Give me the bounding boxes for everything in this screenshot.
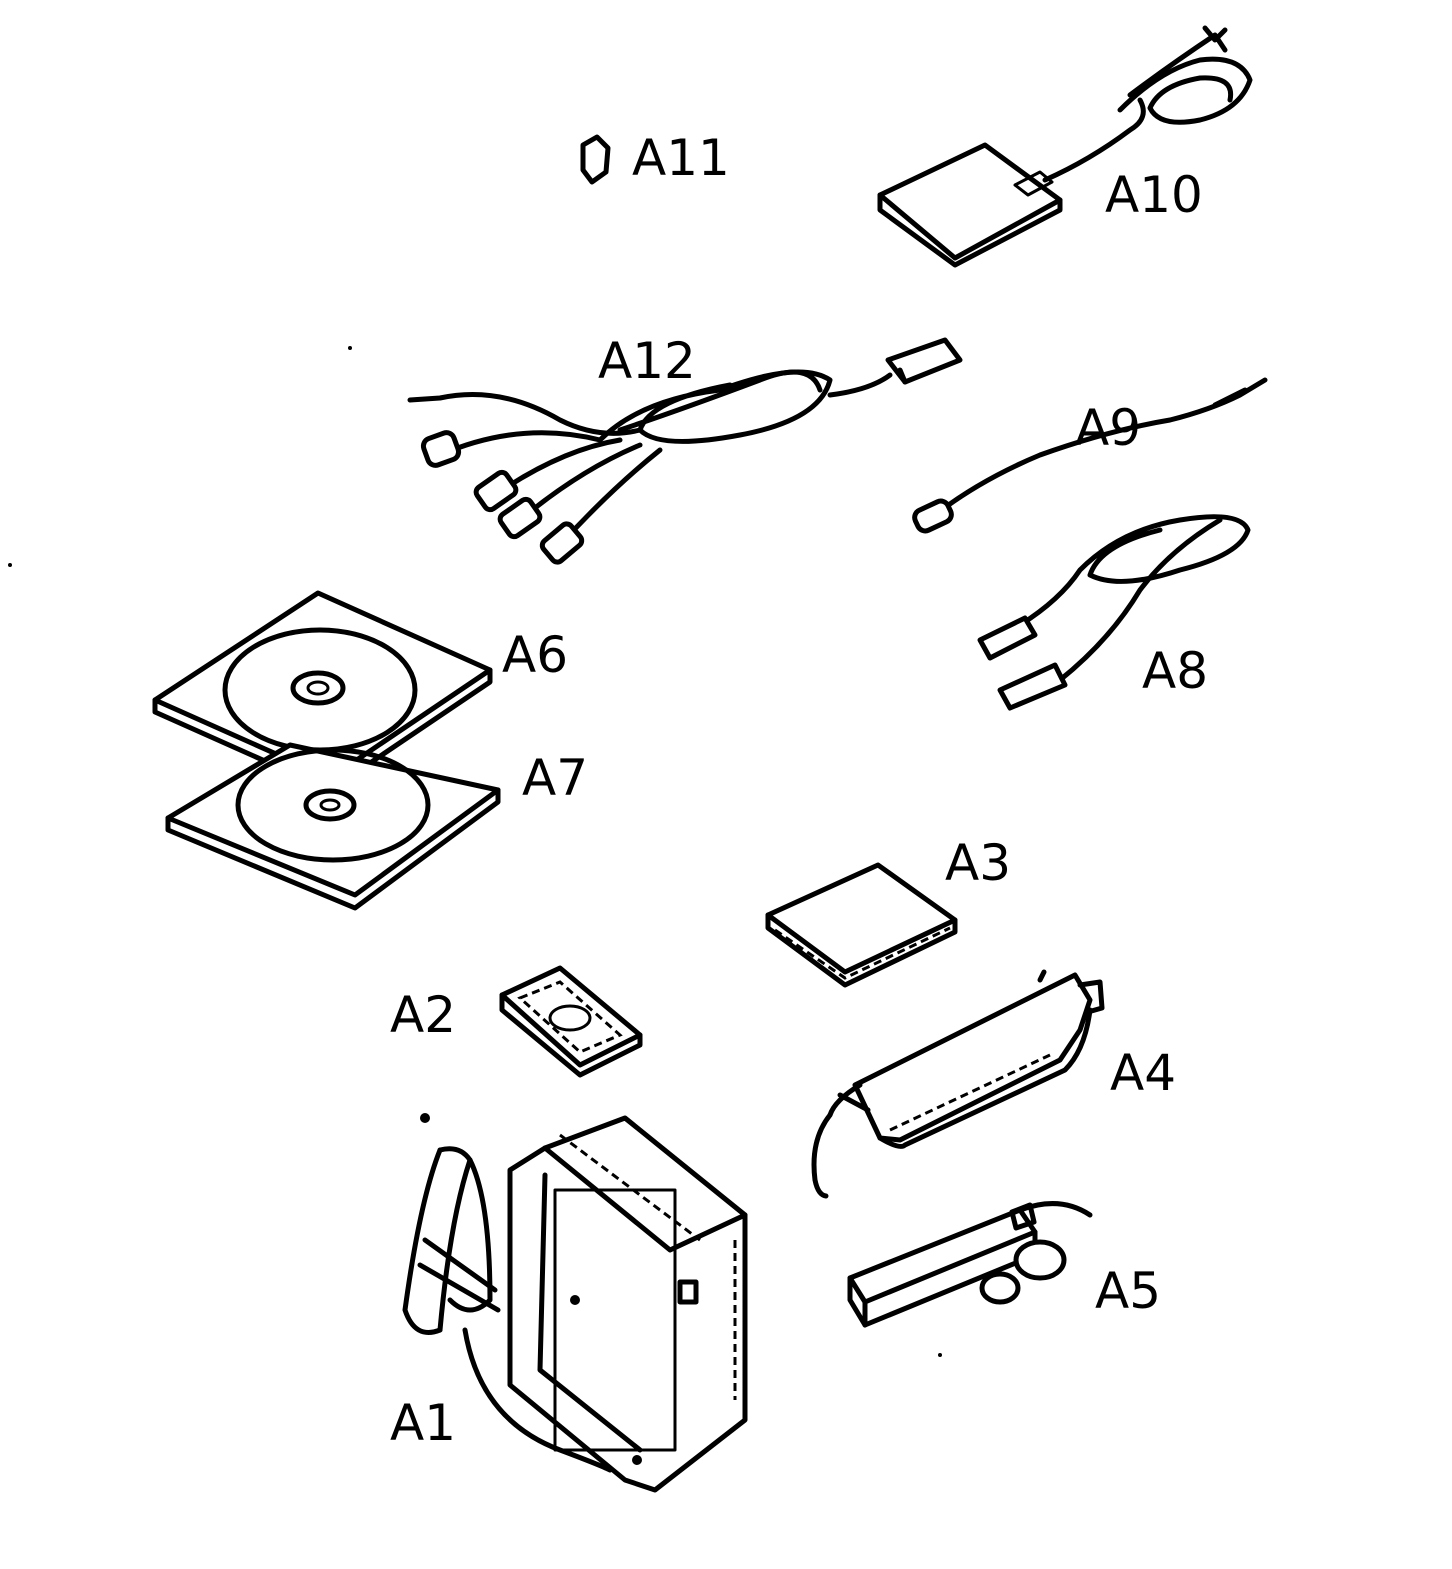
part-a12-av-cable [407, 337, 963, 565]
label-a11: A11 [632, 129, 730, 187]
label-a7: A7 [522, 749, 588, 807]
label-a5: A5 [1095, 1262, 1161, 1320]
label-a3: A3 [945, 834, 1011, 892]
label-a9: A9 [1075, 399, 1141, 457]
label-a2: A2 [390, 986, 456, 1044]
part-a11-nut [580, 134, 611, 185]
label-a4: A4 [1110, 1044, 1176, 1102]
part-a10-remote [877, 25, 1253, 268]
part-a2-memory-card [499, 965, 643, 1078]
label-a10: A10 [1105, 166, 1203, 224]
label-a12: A12 [598, 332, 696, 390]
part-a7-cd-rom [165, 742, 501, 911]
part-a1-ac-adapter [402, 1113, 748, 1493]
label-a8: A8 [1142, 642, 1208, 700]
part-a8-usb-cable [977, 514, 1251, 711]
part-a5-clip [847, 1201, 1093, 1328]
label-a1: A1 [390, 1394, 456, 1452]
part-a9-cable [912, 377, 1268, 534]
label-a6: A6 [502, 626, 568, 684]
background-specks [8, 346, 942, 1357]
part-a3-battery [765, 862, 958, 988]
part-a4-charger [811, 969, 1105, 1199]
